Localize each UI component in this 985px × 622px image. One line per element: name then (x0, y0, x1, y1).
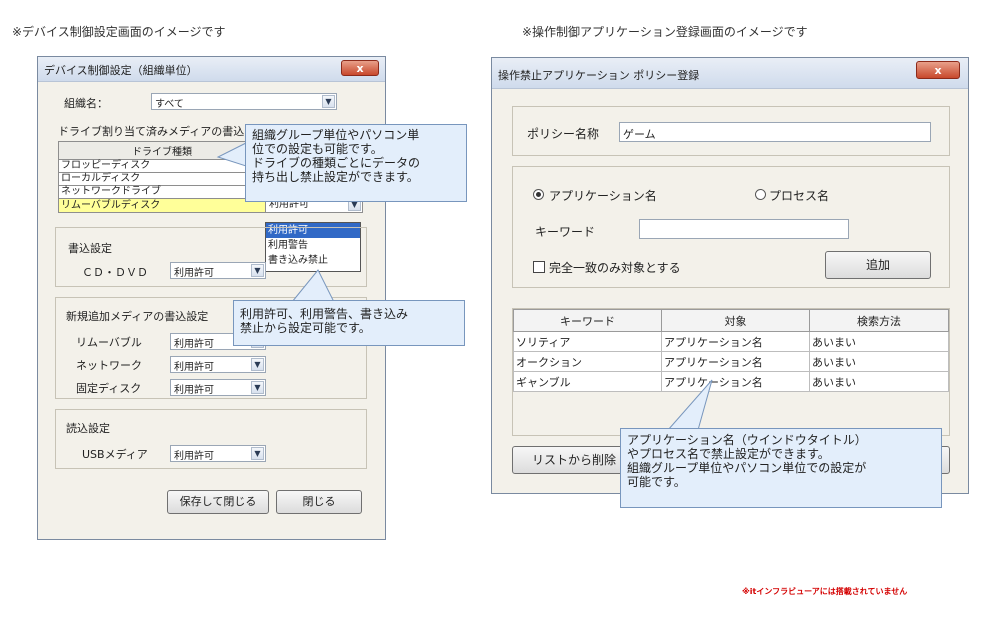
usb-select-value: 利用許可 (174, 451, 214, 462)
removable-select-value: 利用許可 (174, 339, 214, 350)
write-settings-title: 書込設定 (68, 242, 112, 255)
right-caption: ※操作制御アプリケーション登録画面のイメージです (522, 25, 808, 39)
setting-dropdown-list: 利用許可 利用警告 書き込み禁止 (265, 222, 361, 272)
app-window-titlebar: 操作禁止アプリケーション ポリシー登録 x (492, 58, 968, 89)
chevron-down-icon: ▼ (251, 358, 264, 371)
dropdown-option[interactable]: 利用警告 (268, 240, 308, 251)
chevron-down-icon: ▼ (251, 447, 264, 460)
exact-match-checkbox[interactable] (533, 261, 545, 273)
callout-line: 持ち出し禁止設定ができます。 (252, 170, 419, 184)
usb-select[interactable]: 利用許可 ▼ (170, 445, 266, 462)
fixed-disk-select-value: 利用許可 (174, 385, 214, 396)
method-cell: あいまい (809, 371, 949, 392)
callout-line: アプリケーション名（ウインドウタイトル） (627, 433, 867, 447)
column-header[interactable]: 検索方法 (809, 309, 949, 332)
write-settings-group: 書込設定 ＣＤ・ＤＶＤ 利用許可 ▼ (55, 227, 367, 287)
callout-permissions: 利用許可、利用警告、書き込み 禁止から設定可能です。 (233, 300, 465, 346)
radio-process-name[interactable] (755, 189, 766, 200)
new-media-label: ネットワーク (76, 359, 142, 372)
fixed-disk-select[interactable]: 利用許可 ▼ (170, 379, 266, 396)
keyword-input[interactable] (639, 219, 849, 239)
radio-app-name[interactable] (533, 189, 544, 200)
cddvd-select-value: 利用許可 (174, 268, 214, 279)
dropdown-option[interactable]: 利用許可 (266, 223, 360, 238)
app-window-title: 操作禁止アプリケーション ポリシー登録 (498, 69, 700, 82)
usb-label: USBメディア (82, 448, 148, 461)
drive-section-label: ドライブ割り当て済みメディアの書込 (58, 125, 245, 138)
cddvd-select[interactable]: 利用許可 ▼ (170, 262, 266, 279)
callout-line: 位での設定も可能です。 (252, 142, 383, 156)
read-settings-group: 読込設定 USBメディア 利用許可 ▼ (55, 409, 367, 469)
callout-line: 組織グループ単位やパソコン単 (252, 128, 420, 142)
read-settings-title: 読込設定 (66, 422, 110, 435)
chevron-down-icon: ▼ (322, 95, 335, 108)
add-button[interactable]: 追加 (825, 251, 931, 279)
new-media-label: リムーバブル (76, 336, 142, 349)
policy-name-value: ゲーム (623, 128, 656, 141)
drive-header: ドライブ種類 (58, 141, 266, 160)
method-cell: あいまい (809, 331, 949, 352)
keyword-cell: オークション (513, 351, 662, 372)
callout-pointer-app (666, 379, 713, 431)
new-media-label: 固定ディスク (76, 382, 142, 395)
left-caption: ※デバイス制御設定画面のイメージです (12, 25, 226, 39)
delete-from-list-button[interactable]: リストから削除 (512, 446, 636, 474)
close-icon: x (934, 64, 942, 77)
target-cell: アプリケーション名 (661, 371, 810, 392)
keyword-label: キーワード (535, 225, 596, 239)
search-group: アプリケーション名 プロセス名 キーワード 完全一致のみ対象とする 追加 (512, 166, 950, 288)
org-label: 組織名： (64, 97, 108, 110)
removable-setting-value: 利用許可 (269, 199, 309, 210)
network-select-value: 利用許可 (174, 362, 214, 373)
keyword-table: キーワード 対象 検索方法 ソリティア アプリケーション名 あいまい オークショ… (513, 309, 949, 392)
callout-org-group: 組織グループ単位やパソコン単 位での設定も可能です。 ドライブの種類ごとにデータ… (245, 124, 467, 202)
radio-proc-label: プロセス名 (769, 189, 830, 203)
device-window-title: デバイス制御設定（組織単位） (44, 64, 198, 77)
footer-note: ※itインフラビューアには搭載されていません (742, 587, 908, 596)
device-window-close-button[interactable]: x (341, 60, 379, 76)
org-select-value: すべて (155, 99, 184, 110)
save-and-close-button[interactable]: 保存して閉じる (167, 490, 269, 514)
org-select[interactable]: すべて ▼ (151, 93, 337, 110)
network-select[interactable]: 利用許可 ▼ (170, 356, 266, 373)
table-row[interactable]: ギャンブル アプリケーション名 あいまい (513, 371, 949, 392)
callout-pointer-permission (290, 269, 335, 303)
keyword-cell: ギャンブル (513, 371, 662, 392)
dropdown-option[interactable]: 書き込み禁止 (268, 255, 328, 266)
drive-name: リムーバブルディスク (58, 198, 266, 213)
chevron-down-icon: ▼ (251, 264, 264, 277)
radio-app-label: アプリケーション名 (549, 189, 657, 203)
callout-app-name: アプリケーション名（ウインドウタイトル） やプロセス名で禁止設定ができます。 組… (620, 428, 942, 508)
close-icon: x (356, 62, 364, 75)
app-policy-window: 操作禁止アプリケーション ポリシー登録 x ポリシー名称 ゲーム アプリケーショ… (491, 57, 969, 494)
policy-name-input[interactable]: ゲーム (619, 122, 931, 142)
removable-setting-select[interactable]: 利用許可 ▼ (266, 199, 362, 212)
callout-pointer-org (216, 142, 247, 167)
policy-label: ポリシー名称 (527, 127, 600, 141)
chevron-down-icon: ▼ (251, 381, 264, 394)
callout-line: 組織グループ単位やパソコン単位での設定が (627, 461, 867, 475)
callout-line: 可能です。 (627, 475, 686, 489)
close-button[interactable]: 閉じる (276, 490, 362, 514)
keyword-cell: ソリティア (513, 331, 662, 352)
callout-line: 禁止から設定可能です。 (240, 321, 371, 335)
keyword-list: キーワード 対象 検索方法 ソリティア アプリケーション名 あいまい オークショ… (512, 308, 950, 436)
app-window-close-button[interactable]: x (916, 61, 960, 79)
callout-line: ドライブの種類ごとにデータの (252, 156, 421, 170)
cddvd-label: ＣＤ・ＤＶＤ (82, 266, 148, 279)
column-header[interactable]: キーワード (513, 309, 662, 332)
policy-group: ポリシー名称 ゲーム (512, 106, 950, 156)
callout-line: やプロセス名で禁止設定ができます。 (627, 447, 830, 461)
exact-match-label: 完全一致のみ対象とする (549, 261, 681, 275)
callout-line: 利用許可、利用警告、書き込み (240, 307, 409, 321)
new-media-title: 新規追加メディアの書込設定 (66, 310, 209, 323)
device-window-titlebar: デバイス制御設定（組織単位） x (38, 57, 385, 82)
